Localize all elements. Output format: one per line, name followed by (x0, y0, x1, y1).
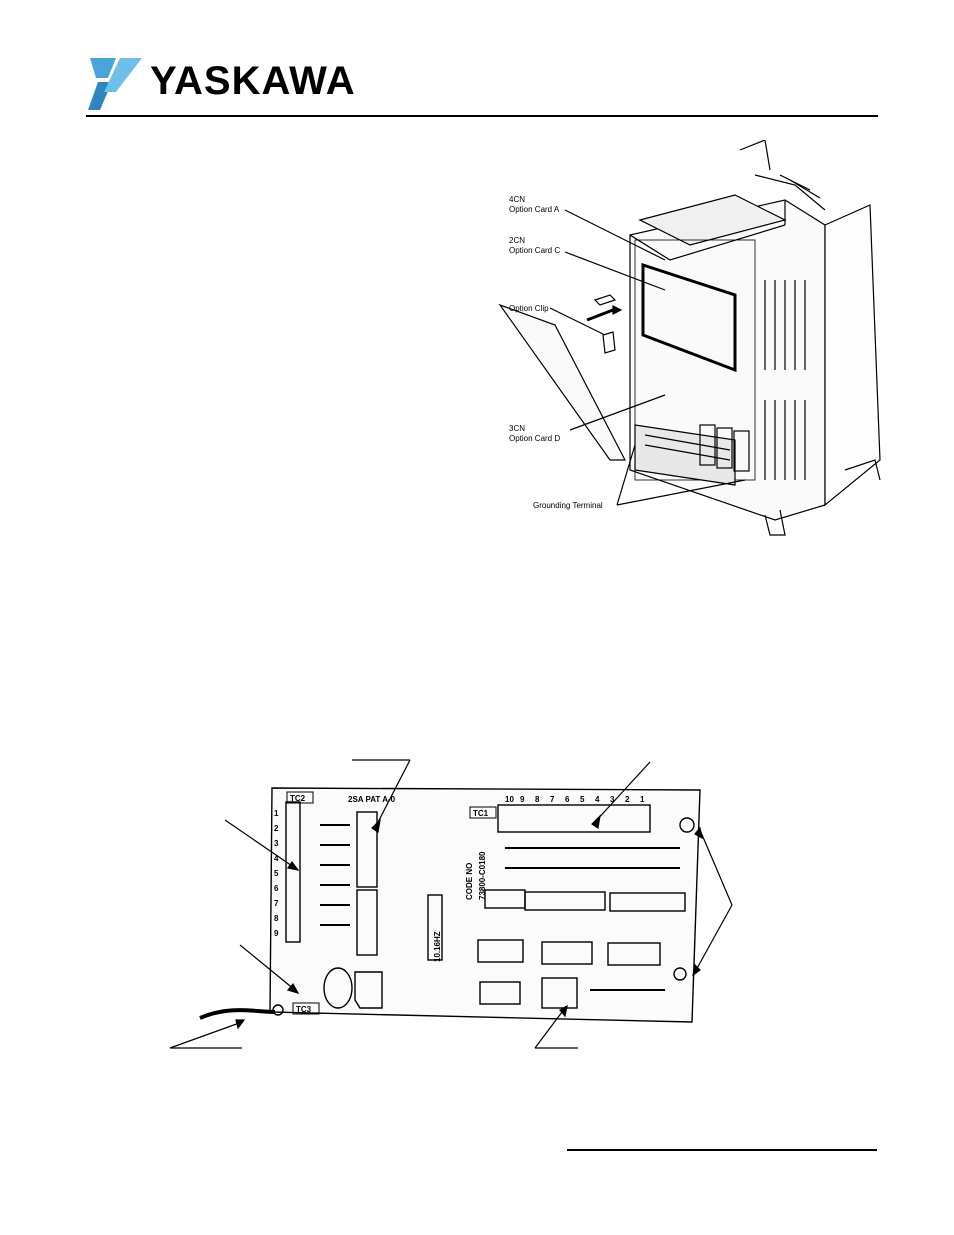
option-card-board-figure: TC2 TC1 TC3 2SA PAT A-0 10.16HZ CODE NO … (169, 759, 733, 1049)
label-option-card-a: Option Card A (509, 205, 560, 214)
tc2-terminal-number: 4 (274, 854, 279, 863)
tc1-terminal-number: 2 (625, 795, 630, 804)
tc1-terminal-number: 9 (520, 795, 525, 804)
tc2-terminal-number: 1 (274, 809, 279, 818)
tc2-label: TC2 (290, 794, 306, 803)
tc1-terminal-number: 10 (505, 795, 514, 804)
tc2-terminal-number: 8 (274, 914, 279, 923)
code-no-label: CODE NO (465, 863, 474, 900)
label-4cn: 4CN (509, 195, 525, 204)
yaskawa-logo: YASKAWA (88, 58, 356, 110)
crystal-label: 10.16HZ (433, 931, 442, 962)
brand-name: YASKAWA (150, 59, 356, 103)
tc1-terminal-number: 6 (565, 795, 570, 804)
tc2-terminal-number: 7 (274, 899, 279, 908)
tc3-label: TC3 (296, 1005, 312, 1014)
label-option-clip: Option Clip (509, 304, 549, 313)
label-2cn: 2CN (509, 236, 525, 245)
tc2-terminal-number: 9 (274, 929, 279, 938)
tc2-terminal-number: 5 (274, 869, 279, 878)
tc2-terminal-number: 3 (274, 839, 279, 848)
tc1-terminal-number: 7 (550, 795, 555, 804)
tc1-terminal-number: 5 (580, 795, 585, 804)
yaskawa-emblem-icon (88, 58, 142, 110)
tc1-terminal-number: 8 (535, 795, 540, 804)
tc1-terminal-number: 4 (595, 795, 600, 804)
header-rule (86, 115, 878, 117)
label-option-card-c: Option Card C (509, 246, 560, 255)
tc1-terminal-number: 3 (610, 795, 615, 804)
drive-option-card-figure: 4CN Option Card A 2CN Option Card C Opti… (498, 140, 881, 536)
label-3cn: 3CN (509, 424, 525, 433)
tc2-terminal-number: 6 (274, 884, 279, 893)
label-grounding-terminal: Grounding Terminal (533, 501, 603, 510)
tc1-label: TC1 (473, 809, 489, 818)
label-option-card-d: Option Card D (509, 434, 560, 443)
tc1-terminal-number: 1 (640, 795, 645, 804)
part-number: 2SA PAT A-0 (348, 795, 396, 804)
tc2-terminal-number: 2 (274, 824, 279, 833)
footer-rule (567, 1149, 877, 1151)
code-value: 73800-C0180 (478, 851, 487, 900)
